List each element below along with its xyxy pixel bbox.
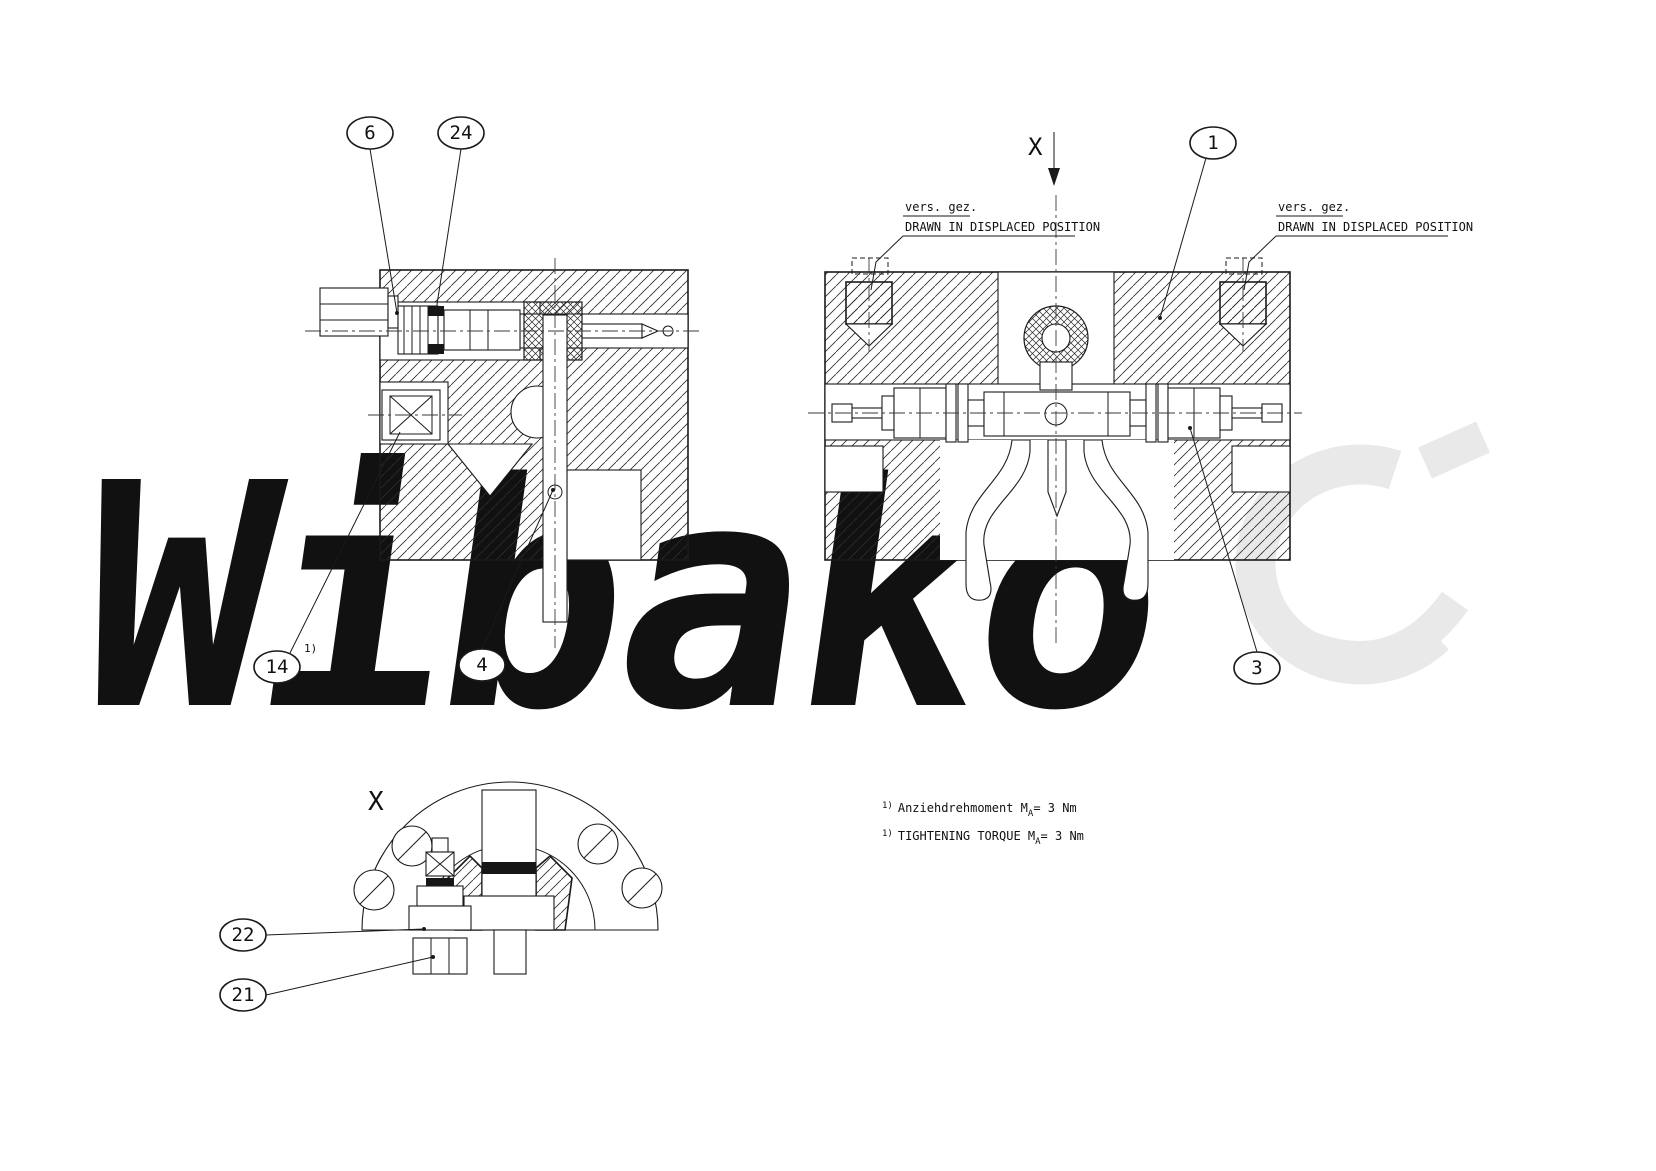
left-section-view — [305, 258, 700, 648]
torque-note-english: 1)TIGHTENING TORQUE MA= 3 Nm — [882, 829, 1084, 847]
detail-view-x: X — [353, 781, 663, 975]
bleed-valve-stack — [408, 837, 472, 975]
hex-nut-21 — [412, 937, 468, 975]
bolt-holes — [353, 823, 663, 911]
balloon-14-footnote-ref: 1) — [304, 642, 317, 655]
displaced-note-german: vers. gez. — [905, 200, 977, 214]
spool-body — [443, 309, 521, 351]
leader-lines — [265, 148, 1258, 996]
valve-flange-22 — [408, 905, 472, 931]
displaced-note-english: DRAWN IN DISPLACED POSITION — [905, 220, 1100, 234]
view-direction-marker: X — [1028, 132, 1060, 186]
torque-note-german: 1)Anziehdrehmoment MA= 3 Nm — [882, 801, 1077, 819]
svg-text:14: 14 — [266, 656, 289, 678]
forked-drain-legs — [965, 439, 1149, 601]
svg-text:1: 1 — [1207, 132, 1218, 154]
balloon-24: 24 — [437, 116, 485, 150]
arrow-head-icon — [1048, 168, 1060, 186]
hex-plug-head — [319, 287, 389, 337]
balloon-6: 6 — [346, 116, 394, 150]
right-section-view: X — [808, 132, 1302, 645]
balloon-21: 21 — [219, 978, 267, 1012]
svg-text:24: 24 — [450, 122, 473, 144]
displaced-note-english: DRAWN IN DISPLACED POSITION — [1278, 220, 1473, 234]
balloon-14: 14 1) — [253, 642, 317, 684]
balloon-3: 3 — [1233, 651, 1281, 685]
svg-text:3: 3 — [1251, 657, 1262, 679]
svg-text:6: 6 — [364, 122, 375, 144]
displaced-note-german: vers. gez. — [1278, 200, 1350, 214]
displaced-note-right: vers. gez. DRAWN IN DISPLACED POSITION — [1243, 200, 1473, 291]
svg-text:22: 22 — [232, 924, 255, 946]
balloon-1: 1 — [1189, 126, 1237, 160]
balloon-4: 4 — [458, 648, 506, 682]
svg-text:21: 21 — [232, 984, 255, 1006]
svg-text:4: 4 — [476, 654, 487, 676]
detail-view-label: X — [368, 787, 384, 817]
cartridge-valve — [319, 287, 521, 355]
torque-notes: 1)Anziehdrehmoment MA= 3 Nm 1)TIGHTENING… — [882, 801, 1084, 847]
spool-center-housing — [983, 391, 1131, 437]
balloon-22: 22 — [219, 918, 267, 952]
watermark-swirl-logo — [1235, 421, 1490, 685]
view-direction-label: X — [1028, 133, 1043, 161]
displaced-note-left: vers. gez. DRAWN IN DISPLACED POSITION — [870, 200, 1100, 291]
left-seat-notch — [446, 443, 534, 497]
